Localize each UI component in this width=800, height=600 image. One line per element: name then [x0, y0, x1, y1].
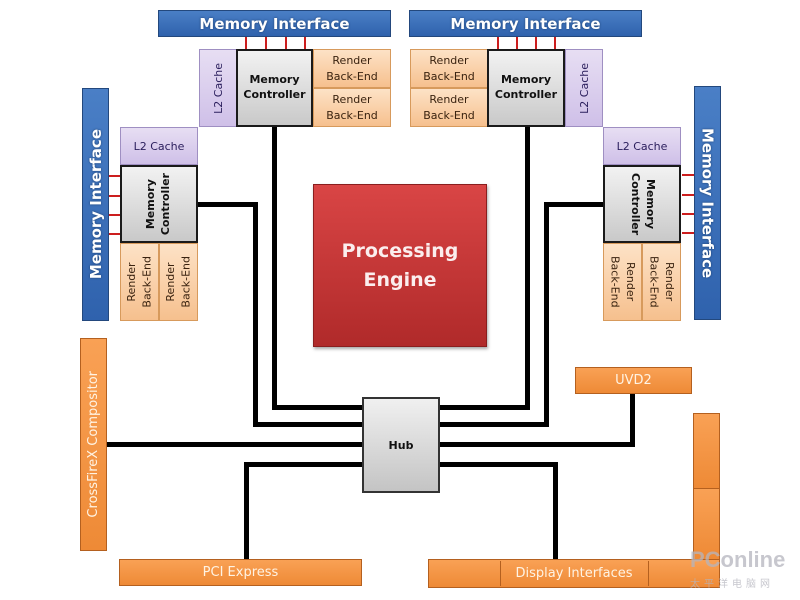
arrow-icon	[497, 37, 499, 49]
l2-cache-left: L2 Cache	[120, 127, 198, 165]
wire	[244, 462, 364, 467]
memory-controller-top-left: Memory Controller	[236, 49, 313, 127]
memory-interface-label: Memory Interface	[450, 14, 601, 33]
wire	[272, 405, 364, 410]
watermark-brand: PConline	[690, 547, 785, 573]
render-back-end-label: Render Back-End	[164, 256, 193, 308]
arrow-icon	[682, 232, 694, 234]
arrow-icon	[109, 195, 121, 197]
wire	[253, 422, 364, 427]
wire	[438, 422, 549, 427]
display-interfaces-vertical-segment	[693, 488, 720, 560]
arrow-icon	[682, 194, 694, 196]
l2-cache-right: L2 Cache	[603, 127, 681, 165]
arrow-icon	[245, 37, 247, 49]
memory-interface-label: Memory Interface	[199, 14, 350, 33]
arrow-icon	[535, 37, 537, 49]
display-interfaces-block: Display Interfaces	[428, 559, 720, 588]
crossfirex-compositor: CrossFireX Compositor	[80, 338, 107, 551]
wire	[438, 442, 635, 447]
memory-controller-label: Memory Controller	[243, 73, 306, 101]
l2-cache-label: L2 Cache	[133, 139, 185, 153]
wire	[438, 405, 530, 410]
wire	[544, 202, 549, 427]
wire	[253, 202, 258, 427]
watermark-sub-text: 太平洋电脑网	[690, 579, 774, 590]
render-back-end-top-left-1: Render Back-End	[313, 49, 391, 88]
uvd2-block: UVD2	[575, 367, 692, 394]
pci-express-block: PCI Express	[119, 559, 362, 586]
memory-controller-top-right: Memory Controller	[487, 49, 565, 127]
render-back-end-top-left-2: Render Back-End	[313, 88, 391, 127]
render-back-end-label: Render Back-End	[326, 54, 378, 83]
render-back-end-label: Render Back-End	[423, 93, 475, 122]
wire	[544, 202, 603, 207]
arrow-icon	[285, 37, 287, 49]
render-back-end-left-2: Render Back-End	[159, 243, 198, 321]
render-back-end-label: Render Back-End	[423, 54, 475, 83]
uvd2-label: UVD2	[615, 373, 652, 388]
arrow-icon	[682, 213, 694, 215]
pci-express-label: PCI Express	[202, 565, 279, 580]
memory-interface-top-right: Memory Interface	[409, 10, 642, 37]
memory-controller-right: Memory Controller	[603, 165, 681, 243]
memory-interface-top-left: Memory Interface	[158, 10, 391, 37]
render-back-end-top-right-2: Render Back-End	[410, 88, 488, 127]
wire	[630, 393, 635, 447]
wire	[244, 462, 249, 560]
processing-engine: Processing Engine	[313, 184, 487, 347]
memory-controller-label: Memory Controller	[494, 73, 558, 101]
render-back-end-label: Render Back-End	[125, 256, 154, 308]
arrow-icon	[682, 174, 694, 176]
wire	[272, 127, 277, 410]
crossfirex-compositor-label: CrossFireX Compositor	[86, 371, 101, 518]
memory-controller-left: Memory Controller	[120, 165, 198, 243]
wire	[438, 462, 558, 467]
memory-interface-right: Memory Interface	[694, 86, 721, 320]
wire	[553, 462, 558, 560]
arrow-icon	[109, 233, 121, 235]
display-interfaces-label: Display Interfaces	[515, 566, 633, 581]
l2-cache-label: L2 Cache	[211, 62, 225, 114]
arrow-icon	[109, 214, 121, 216]
hub-label: Hub	[388, 438, 414, 452]
memory-controller-label: Memory Controller	[144, 172, 172, 236]
memory-interface-label: Memory Interface	[86, 129, 105, 280]
render-back-end-left-1: Render Back-End	[120, 243, 159, 321]
render-back-end-top-right-1: Render Back-End	[410, 49, 488, 88]
arrow-icon	[265, 37, 267, 49]
memory-controller-label: Memory Controller	[629, 172, 657, 236]
processing-engine-label: Processing Engine	[341, 240, 459, 291]
arrow-icon	[554, 37, 556, 49]
display-interfaces-divider	[500, 561, 501, 586]
render-back-end-right-1: Render Back-End	[603, 243, 642, 321]
wire	[107, 442, 364, 447]
l2-cache-top-right: L2 Cache	[565, 49, 603, 127]
l2-cache-label: L2 Cache	[616, 139, 668, 153]
render-back-end-label: Render Back-End	[326, 93, 378, 122]
watermark-sub: 太平洋电脑网	[690, 575, 774, 590]
memory-interface-left: Memory Interface	[82, 88, 109, 321]
render-back-end-label: Render Back-End	[608, 256, 637, 308]
wire	[198, 202, 256, 207]
hub: Hub	[362, 397, 440, 493]
render-back-end-label: Render Back-End	[647, 256, 676, 308]
arrow-icon	[304, 37, 306, 49]
display-interfaces-vertical-segment	[693, 413, 720, 489]
wire	[525, 127, 530, 410]
arrow-icon	[109, 175, 121, 177]
l2-cache-top-left: L2 Cache	[199, 49, 237, 127]
render-back-end-right-2: Render Back-End	[642, 243, 681, 321]
arrow-icon	[516, 37, 518, 49]
watermark-brand-text: PConline	[690, 547, 786, 572]
display-interfaces-divider	[648, 561, 649, 586]
memory-interface-label: Memory Interface	[698, 127, 717, 279]
l2-cache-label: L2 Cache	[577, 62, 591, 114]
